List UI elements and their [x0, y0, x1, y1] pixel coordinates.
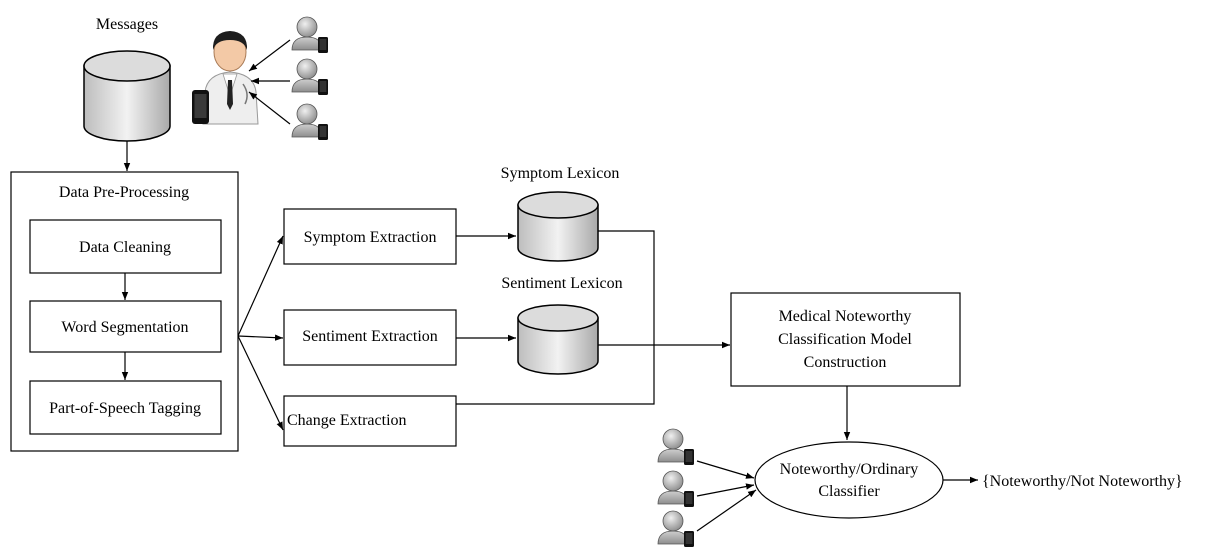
data-cleaning-label: Data Cleaning: [79, 239, 171, 256]
user-to-doctor-arrow: [248, 39, 291, 72]
user-icon: [291, 58, 329, 96]
user-icon: [291, 16, 329, 54]
output-label: {Noteworthy/Not Noteworthy}: [982, 473, 1183, 490]
classifier-ellipse: [754, 441, 944, 519]
sentiment-lexicon-database-icon: [517, 304, 599, 375]
data-cleaning-box: [29, 219, 222, 274]
symptom-lexicon-database-icon: [517, 191, 599, 262]
model-construction-box: [730, 292, 961, 387]
classifier-line-2: Classifier: [818, 483, 880, 500]
sentiment-lexicon-label: Sentiment Lexicon: [501, 275, 622, 292]
pos-tagging-box: [29, 380, 222, 435]
user-to-classifier-arrow: [696, 489, 757, 532]
model-construction-line-2: Classification Model: [778, 331, 912, 348]
preprocessing-to-symptom-arrow: [237, 235, 284, 337]
user-to-doctor-arrow: [248, 91, 291, 125]
word-segmentation-label: Word Segmentation: [61, 319, 188, 336]
model-construction-line-1: Medical Noteworthy: [779, 308, 912, 325]
change-extraction-connector: [456, 345, 655, 405]
user-to-classifier-arrow: [696, 483, 755, 497]
preprocessing-title: Data Pre-Processing: [59, 184, 189, 201]
preprocessing-to-sentiment-arrow: [237, 334, 284, 341]
change-extraction-label: Change Extraction: [287, 412, 407, 429]
preprocessing-to-change-arrow: [237, 335, 284, 431]
model-construction-line-3: Construction: [804, 354, 887, 371]
pos-tagging-label: Part-of-Speech Tagging: [49, 400, 201, 417]
user-icon: [657, 470, 695, 508]
classifier-line-1: Noteworthy/Ordinary: [780, 461, 919, 478]
sentiment-extraction-label: Sentiment Extraction: [302, 328, 438, 345]
doctor-icon: [192, 31, 259, 125]
symptom-lexicon-connector: [598, 230, 655, 345]
symptom-lexicon-label: Symptom Lexicon: [501, 165, 620, 182]
user-to-classifier-arrow: [696, 460, 755, 479]
messages-label: Messages: [96, 16, 158, 33]
user-icon: [657, 510, 695, 547]
change-extraction-box: [283, 395, 457, 447]
symptom-extraction-label: Symptom Extraction: [304, 229, 437, 246]
messages-database-icon: [83, 50, 171, 142]
user-icon: [657, 428, 695, 466]
user-icon: [291, 103, 329, 141]
